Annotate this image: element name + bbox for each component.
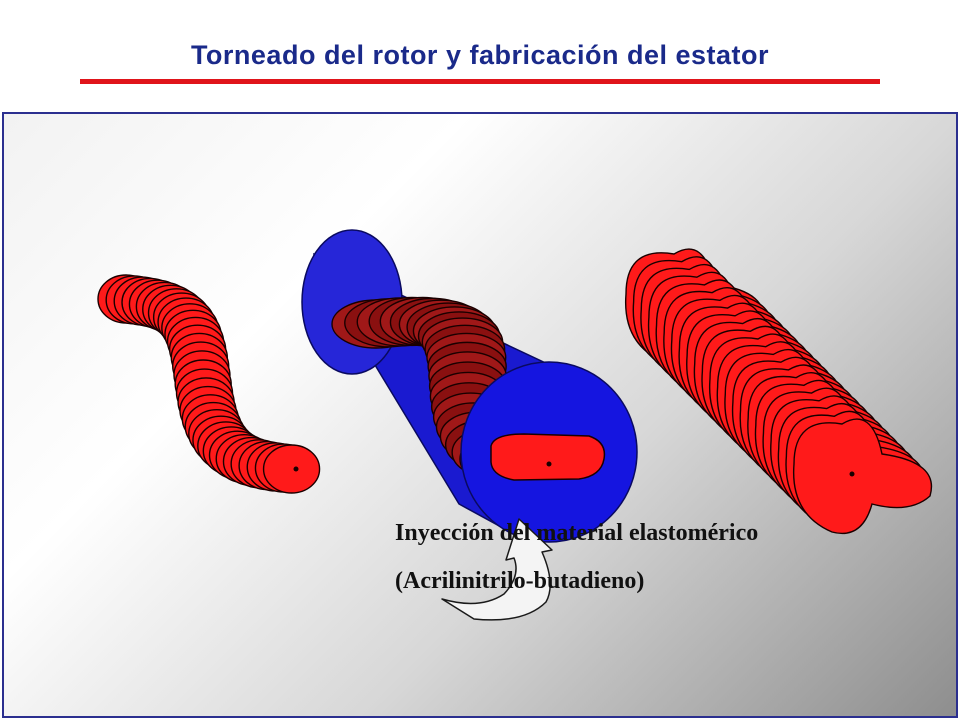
- rotor-section: [262, 444, 321, 494]
- diagram-svg: [97, 229, 933, 621]
- helical-rotor-left: [97, 274, 321, 494]
- stator-elastomer-right: [624, 248, 933, 535]
- stator-cylinder: [301, 229, 638, 543]
- stator-section: [792, 418, 933, 535]
- title-underline: [80, 79, 880, 84]
- curved-arrow-icon: [441, 518, 553, 621]
- caption-line-2: (Acrilinitrilo-butadieno): [395, 568, 645, 594]
- diagram-panel: [2, 112, 958, 718]
- slide-title: Torneado del rotor y fabricación del est…: [190, 40, 770, 70]
- rotor-cross-section-middle: [490, 433, 606, 481]
- caption-line-1: Inyección del material elastomérico: [395, 520, 759, 546]
